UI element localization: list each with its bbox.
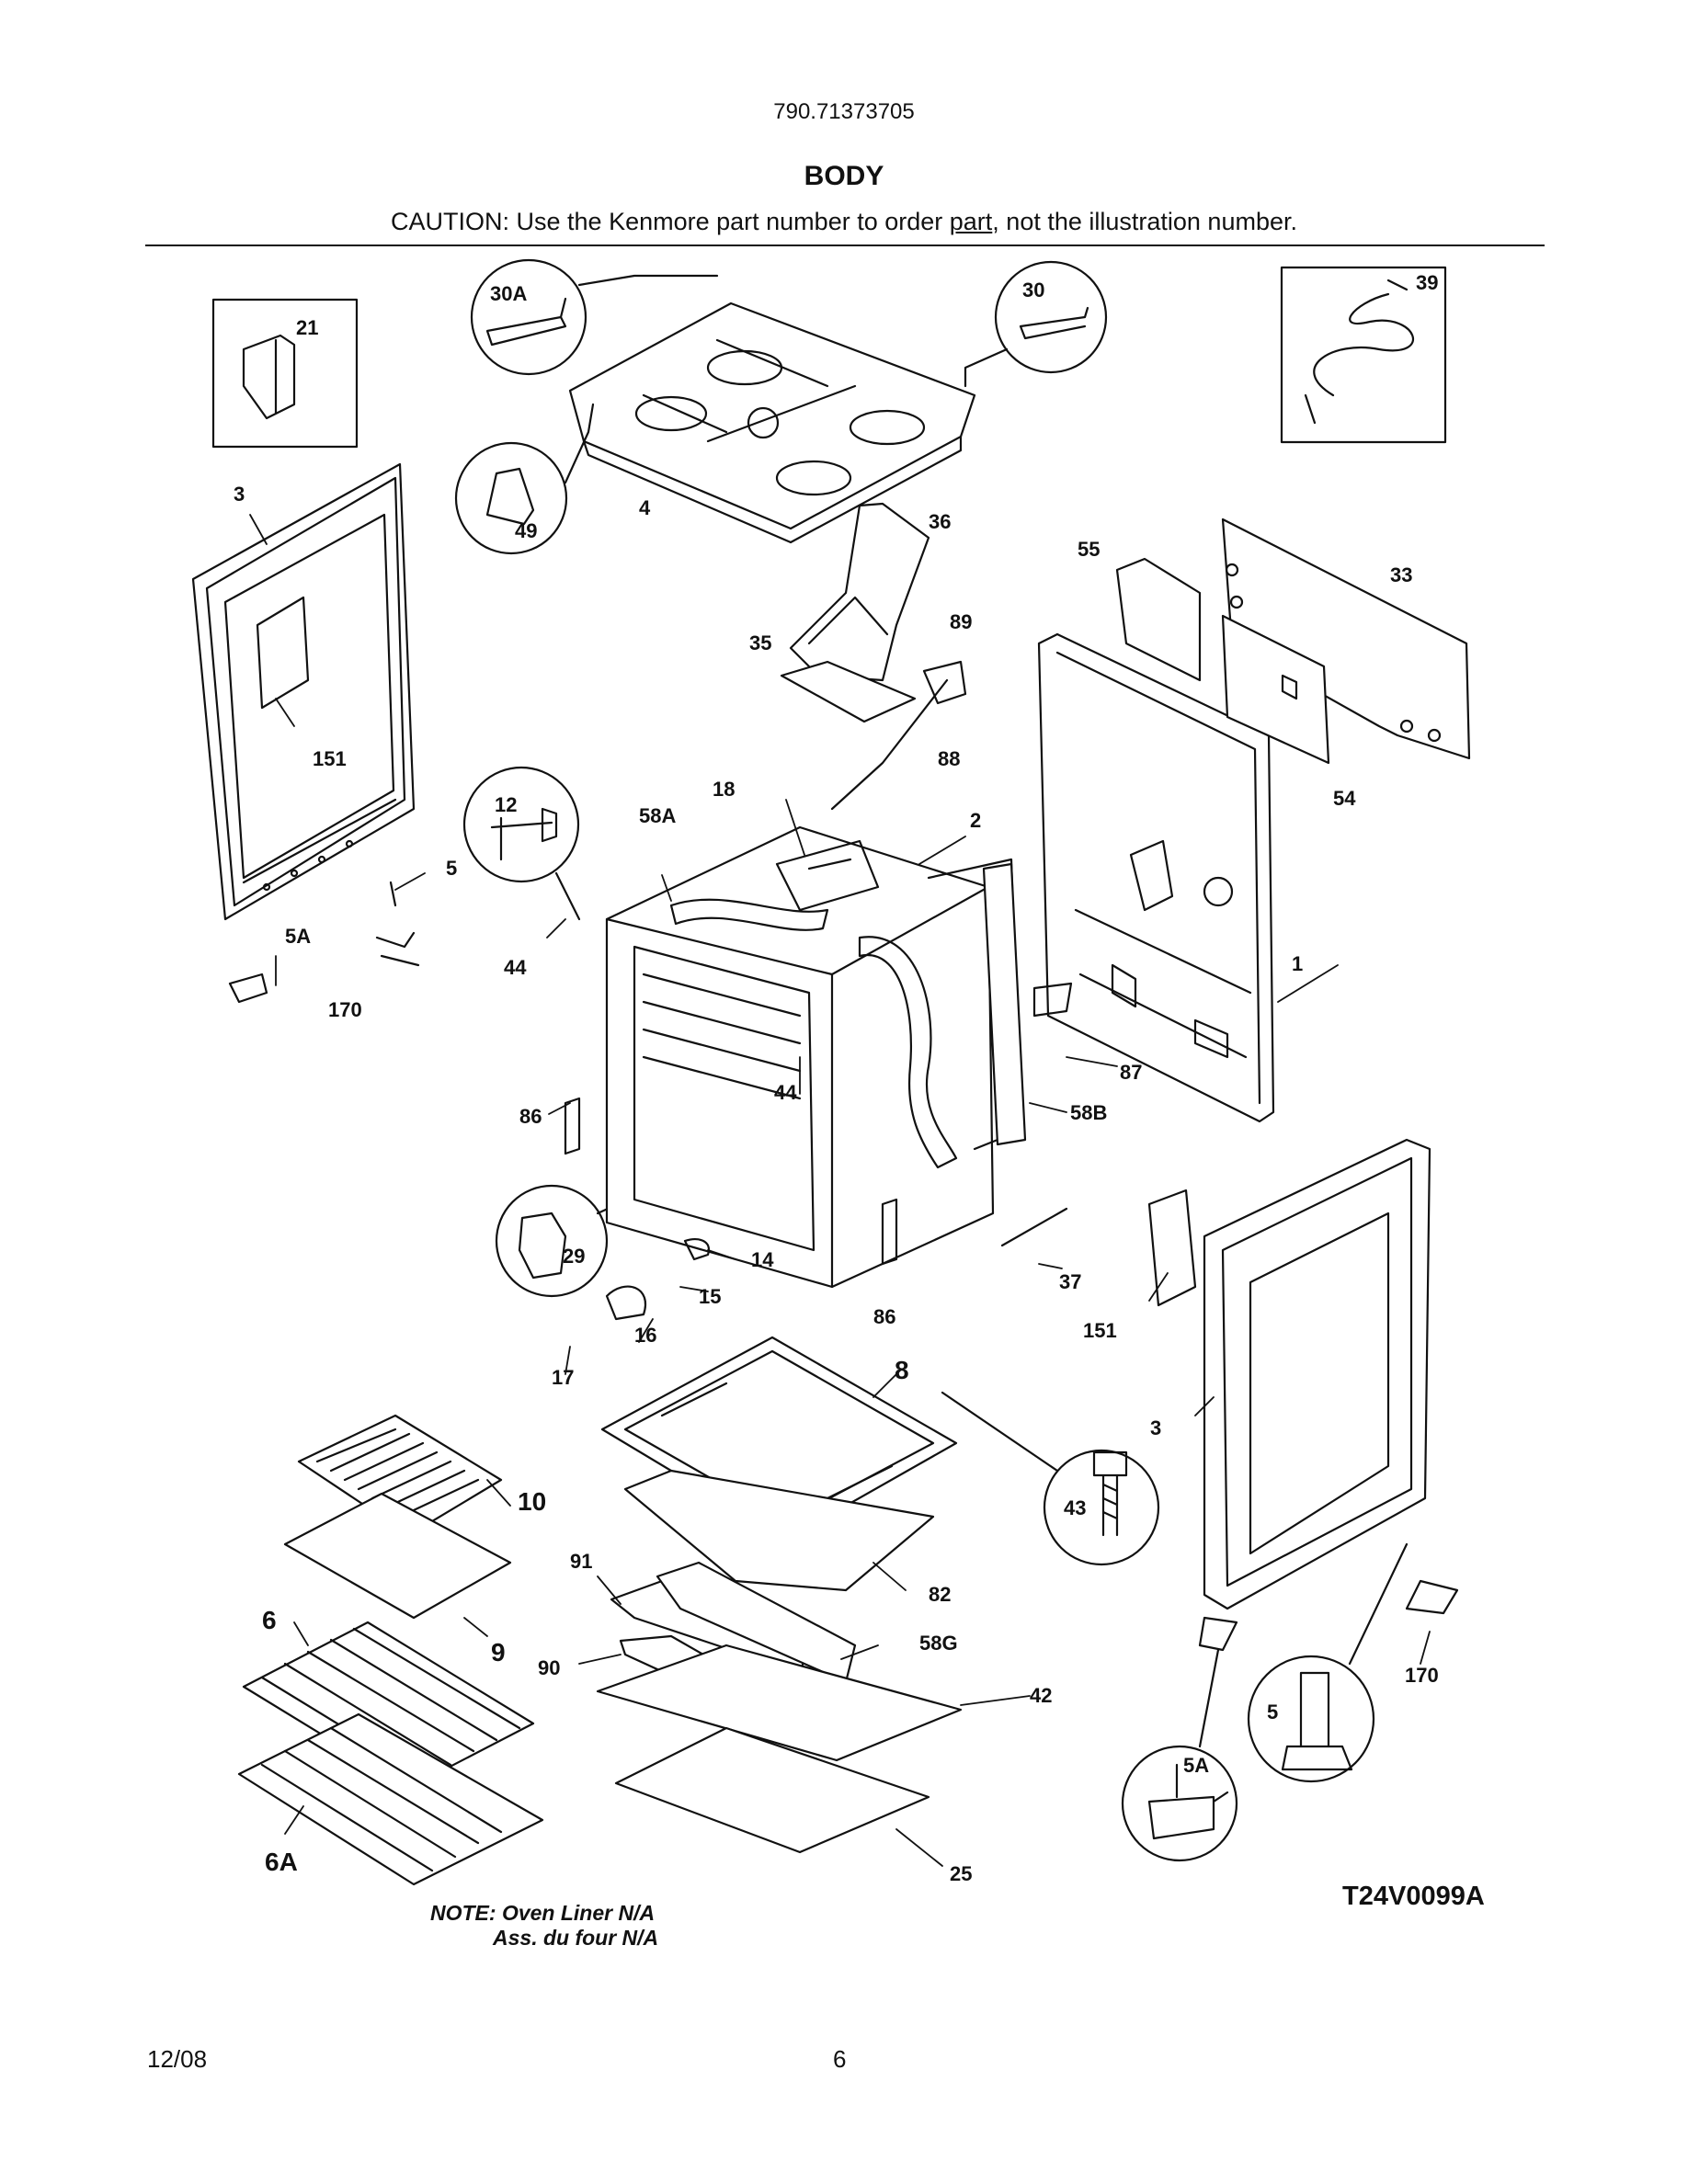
- bottom-panel-part-42: [596, 1644, 963, 1762]
- footer-date: 12/08: [147, 2045, 208, 2073]
- section-title: BODY: [804, 161, 884, 191]
- callout-37: 37: [1059, 1270, 1081, 1293]
- callout-3-right: 3: [1150, 1416, 1161, 1439]
- callout-86-left: 86: [519, 1105, 542, 1128]
- callout-35: 35: [749, 631, 771, 654]
- footer-page-number: 6: [833, 2045, 847, 2073]
- callout-17: 17: [552, 1366, 574, 1389]
- vent-duct-part-36: [789, 502, 930, 682]
- callout-30: 30: [1022, 279, 1044, 301]
- callout-5A-right: 5A: [1183, 1754, 1209, 1777]
- callout-86-right: 86: [873, 1305, 895, 1328]
- callout-58G: 58G: [919, 1632, 958, 1655]
- callout-30A: 30A: [490, 282, 527, 305]
- callout-circle-30A: [470, 258, 719, 376]
- callout-21: 21: [296, 316, 318, 339]
- callout-90: 90: [538, 1656, 560, 1679]
- trim-part-151-right: [1147, 1189, 1197, 1307]
- small-hardware-parts: [228, 881, 1459, 1652]
- callout-8: 8: [895, 1356, 909, 1384]
- callout-circle-30: [964, 260, 1108, 388]
- vent-panel-part-55: [1115, 557, 1202, 682]
- caution-prefix: CAUTION: Use the Kenmore part number to …: [391, 208, 950, 235]
- callout-55: 55: [1078, 538, 1100, 561]
- callout-49: 49: [515, 519, 537, 542]
- header-rule: [145, 245, 1545, 246]
- caution-suffix: , not the illustration number.: [992, 208, 1297, 235]
- callout-10: 10: [518, 1487, 546, 1516]
- callout-6: 6: [262, 1606, 277, 1634]
- insulation-part-58G: [656, 1561, 857, 1684]
- callout-44-right: 44: [774, 1081, 797, 1104]
- callout-5-left: 5: [446, 857, 457, 880]
- drawer-panel-part-82: [623, 1469, 935, 1592]
- callout-1: 1: [1292, 952, 1303, 975]
- callout-2: 2: [970, 809, 981, 832]
- callout-58B: 58B: [1070, 1101, 1107, 1124]
- callout-3-left: 3: [234, 483, 245, 506]
- caution-part-word: part: [949, 208, 993, 235]
- side-panel-left-part-3: [191, 462, 416, 921]
- callout-29: 29: [563, 1245, 585, 1268]
- model-number: 790.71373705: [773, 99, 915, 124]
- callout-14: 14: [751, 1248, 774, 1271]
- callout-170-right: 170: [1405, 1664, 1439, 1687]
- callout-4: 4: [639, 496, 651, 519]
- callout-91: 91: [570, 1550, 592, 1573]
- wire-part-88: [830, 660, 967, 811]
- callout-36: 36: [929, 510, 951, 533]
- callout-5-right: 5: [1267, 1701, 1278, 1723]
- broiler-pan-part-9: [283, 1492, 512, 1620]
- note-line-2: Ass. du four N/A: [493, 1926, 659, 1950]
- callout-87: 87: [1120, 1061, 1142, 1084]
- oven-rack-part-6A: [237, 1712, 544, 1886]
- callout-9: 9: [491, 1638, 506, 1666]
- callout-5A-left: 5A: [285, 925, 311, 948]
- callout-16: 16: [634, 1324, 656, 1347]
- callout-170-left: 170: [328, 998, 362, 1021]
- boxed-part-21: [211, 298, 359, 449]
- boxed-part-39: [1280, 266, 1447, 444]
- leader-lines: [249, 514, 1431, 1867]
- callout-42: 42: [1030, 1684, 1052, 1707]
- callout-6A: 6A: [265, 1848, 298, 1876]
- side-panel-right-part-3: [1203, 1138, 1431, 1610]
- insulation-part-58B: [982, 862, 1027, 1146]
- drawer-bottom-part-25: [614, 1726, 930, 1854]
- rear-panel-part-54: [1221, 614, 1330, 765]
- callout-58A: 58A: [639, 804, 676, 827]
- callout-circle-12: [462, 766, 581, 921]
- callout-151-left: 151: [313, 747, 347, 770]
- callout-circle-49: [454, 403, 595, 555]
- drawing-number: T24V0099A: [1342, 1882, 1485, 1911]
- callout-circle-5A: [1121, 1648, 1238, 1862]
- duct-gasket-part-35: [780, 660, 917, 723]
- callout-33: 33: [1390, 563, 1412, 586]
- top-panel-part-4: [568, 301, 976, 544]
- callout-25: 25: [950, 1862, 972, 1885]
- caution-text: CAUTION: Use the Kenmore part number to …: [0, 208, 1688, 236]
- callout-89: 89: [950, 610, 972, 633]
- back-panel-part-1: [1037, 632, 1275, 1123]
- callout-44-left: 44: [504, 956, 527, 979]
- callout-43: 43: [1064, 1496, 1086, 1519]
- callout-54: 54: [1333, 787, 1356, 810]
- callout-circle-43: [941, 1391, 1160, 1566]
- callout-151-right: 151: [1083, 1319, 1117, 1342]
- callout-18: 18: [713, 778, 735, 801]
- note-line-1: NOTE: Oven Liner N/A: [430, 1901, 656, 1925]
- callout-circle-5: [1247, 1542, 1409, 1783]
- callout-88: 88: [938, 747, 960, 770]
- callout-15: 15: [699, 1285, 721, 1308]
- callout-82: 82: [929, 1583, 951, 1606]
- callout-39: 39: [1416, 271, 1438, 294]
- callout-12: 12: [495, 793, 517, 816]
